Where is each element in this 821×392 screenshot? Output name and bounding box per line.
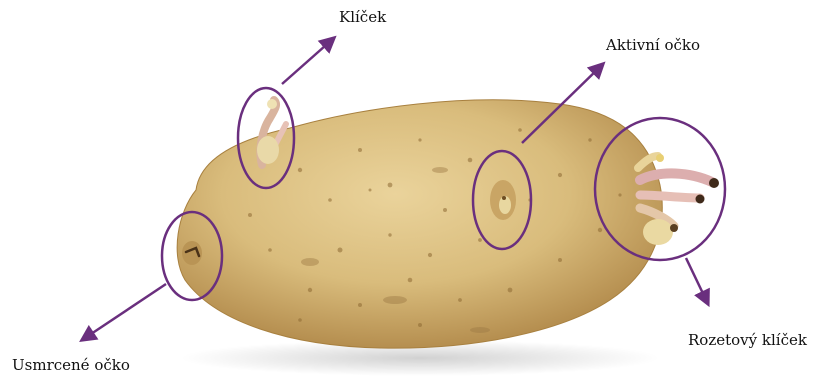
rosette-sprout-arrow bbox=[686, 258, 708, 304]
active-eye bbox=[490, 180, 516, 220]
potato-body bbox=[177, 100, 662, 348]
sprout-arrow bbox=[282, 38, 334, 84]
dead-eye-arrow bbox=[82, 284, 166, 340]
dead-eye bbox=[182, 241, 202, 265]
sprout-label: Klíček bbox=[339, 8, 386, 26]
dead-eye-label: Usmrcené očko bbox=[12, 356, 130, 374]
rosette-sprout-label: Rozetový klíček bbox=[688, 331, 807, 349]
active-eye-label: Aktivní očko bbox=[606, 36, 700, 54]
